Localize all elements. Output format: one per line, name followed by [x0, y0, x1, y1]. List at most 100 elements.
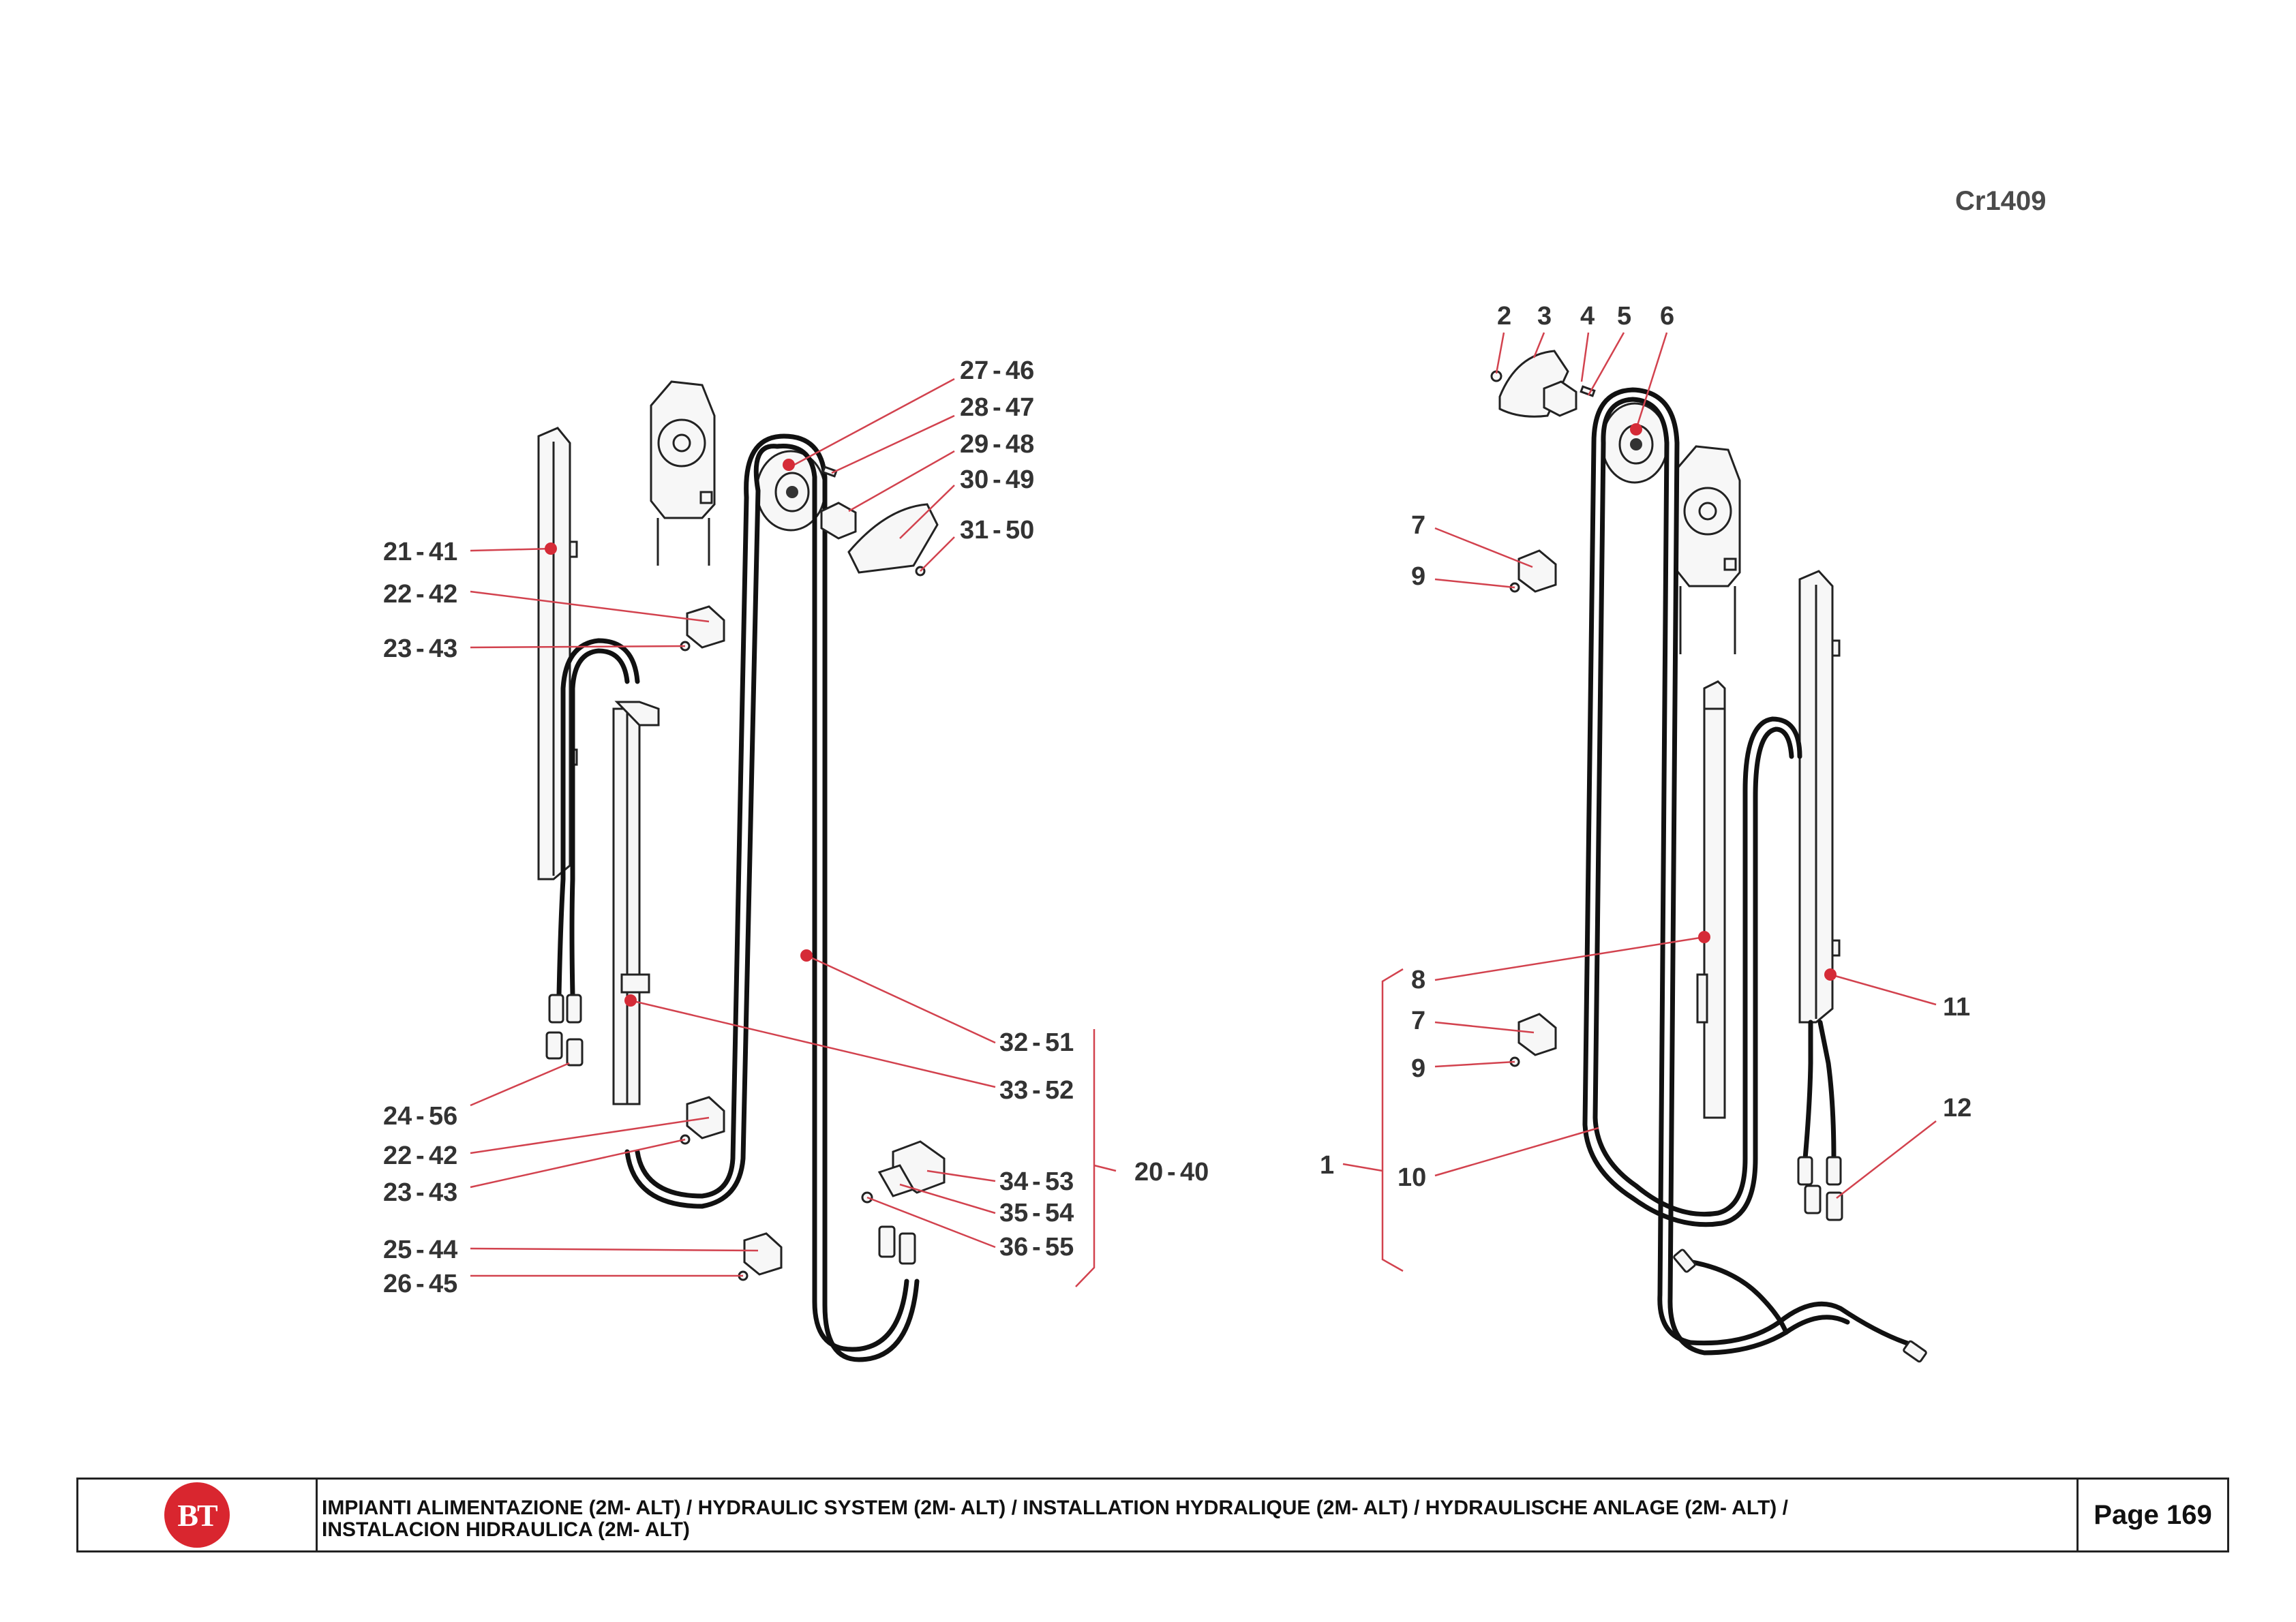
svg-text:20: 20 [1134, 1158, 1163, 1187]
logo-cell: BT [78, 1480, 318, 1550]
svg-text:-: - [1032, 1199, 1041, 1227]
callout-group-20-40: 20-40 [1134, 1158, 1209, 1187]
label-10: 10 [1398, 1163, 1426, 1192]
svg-text:45: 45 [429, 1270, 457, 1298]
svg-text:23: 23 [383, 634, 412, 663]
callout-24: 24-56 [383, 1102, 457, 1131]
callout-35: 35-54 [999, 1199, 1074, 1227]
callout-dots-left [545, 459, 813, 1007]
callout-23-bottom: 23-43 [383, 1178, 457, 1207]
svg-text:53: 53 [1045, 1167, 1074, 1196]
svg-text:21: 21 [383, 538, 412, 566]
clamps-right [1509, 549, 1557, 1067]
label-9-top: 9 [1411, 562, 1425, 591]
svg-text:24: 24 [383, 1102, 412, 1131]
svg-text:-: - [416, 1142, 425, 1170]
callout-23-top: 23-43 [383, 634, 457, 663]
svg-text:-: - [993, 430, 1001, 459]
callout-25: 25-44 [383, 1236, 457, 1264]
svg-text:28: 28 [960, 393, 988, 422]
callout-34: 34-53 [999, 1167, 1074, 1196]
right-assembly: 2 3 4 5 6 7 9 8 7 9 10 11 12 1 [1320, 302, 1972, 1363]
label-4: 4 [1580, 302, 1595, 331]
callout-30: 30-49 [960, 465, 1034, 494]
callout-36: 36-55 [999, 1233, 1074, 1261]
mast-rail-inner-right [1696, 680, 1726, 1119]
svg-text:-: - [993, 356, 1001, 385]
svg-text:-: - [416, 1236, 425, 1264]
bt-logo: BT [164, 1482, 230, 1548]
fittings-right [1673, 1156, 1927, 1363]
callout-29: 29-48 [960, 430, 1034, 459]
label-2: 2 [1497, 302, 1511, 331]
svg-text:40: 40 [1180, 1158, 1209, 1187]
svg-text:56: 56 [429, 1102, 457, 1131]
callout-27: 27-46 [960, 356, 1034, 385]
callout-dots-right [1630, 423, 1837, 981]
svg-text:34: 34 [999, 1167, 1028, 1196]
svg-text:51: 51 [1045, 1028, 1074, 1057]
pulley-wheel-right [1601, 402, 1669, 484]
title-line-2: INSTALACION HIDRAULICA (2M- ALT) [322, 1518, 690, 1541]
svg-text:52: 52 [1045, 1076, 1074, 1105]
callout-21: 21-41 [383, 538, 457, 566]
callout-33: 33-52 [999, 1076, 1074, 1105]
svg-text:49: 49 [1006, 465, 1034, 494]
svg-text:23: 23 [383, 1178, 412, 1207]
label-8: 8 [1411, 966, 1425, 994]
svg-text:-: - [1032, 1233, 1041, 1261]
svg-text:35: 35 [999, 1199, 1028, 1227]
svg-text:32: 32 [999, 1028, 1028, 1057]
svg-text:-: - [416, 1102, 425, 1131]
svg-text:43: 43 [429, 1178, 457, 1207]
svg-text:36: 36 [999, 1233, 1028, 1261]
callout-22-top: 22-42 [383, 580, 457, 609]
hose-loop-right [1582, 387, 1918, 1356]
left-assembly: 27-46 28-47 29-48 30-49 31-50 21-41 22-4… [383, 356, 1209, 1362]
drawing-code: Cr1409 [1955, 186, 2046, 216]
callout-28: 28-47 [960, 393, 1034, 422]
svg-text:-: - [1032, 1028, 1041, 1057]
svg-text:22: 22 [383, 580, 412, 609]
callout-22-bottom: 22-42 [383, 1142, 457, 1170]
svg-text:-: - [1167, 1158, 1176, 1187]
svg-text:-: - [416, 1270, 425, 1298]
label-7-top: 7 [1411, 511, 1425, 540]
svg-text:31: 31 [960, 516, 988, 545]
svg-text:-: - [993, 393, 1001, 422]
cover-parts-right [1490, 350, 1596, 418]
svg-text:-: - [416, 538, 425, 566]
svg-text:-: - [1032, 1167, 1041, 1196]
svg-text:48: 48 [1006, 430, 1034, 459]
svg-text:-: - [993, 516, 1001, 545]
label-6: 6 [1660, 302, 1674, 331]
mast-rail-right [1798, 570, 1841, 1024]
label-5: 5 [1617, 302, 1631, 331]
pulley-bracket-right [1674, 445, 1741, 654]
svg-text:25: 25 [383, 1236, 412, 1264]
callout-31: 31-50 [960, 516, 1034, 545]
hose-loop-left [556, 433, 920, 1362]
svg-text:-: - [993, 465, 1001, 494]
svg-text:-: - [416, 580, 425, 609]
callout-lines-left [470, 378, 1117, 1287]
svg-text:46: 46 [1006, 356, 1034, 385]
pulley-bracket-left [650, 380, 716, 566]
callout-lines-right [1342, 332, 1937, 1272]
svg-text:33: 33 [999, 1076, 1028, 1105]
callout-32: 32-51 [999, 1028, 1074, 1057]
label-3: 3 [1537, 302, 1552, 331]
svg-text:44: 44 [429, 1236, 457, 1264]
svg-text:41: 41 [429, 538, 457, 566]
svg-text:42: 42 [429, 580, 457, 609]
svg-text:55: 55 [1045, 1233, 1074, 1261]
label-9-bottom: 9 [1411, 1054, 1425, 1083]
cover-parts-left [820, 465, 939, 577]
title-block: BT IMPIANTI ALIMENTAZIONE (2M- ALT) / HY… [76, 1478, 2229, 1552]
svg-text:47: 47 [1006, 393, 1034, 422]
title-cell: IMPIANTI ALIMENTAZIONE (2M- ALT) / HYDRA… [318, 1480, 2079, 1550]
label-11: 11 [1943, 993, 1970, 1022]
svg-text:50: 50 [1006, 516, 1034, 545]
svg-text:26: 26 [383, 1270, 412, 1298]
